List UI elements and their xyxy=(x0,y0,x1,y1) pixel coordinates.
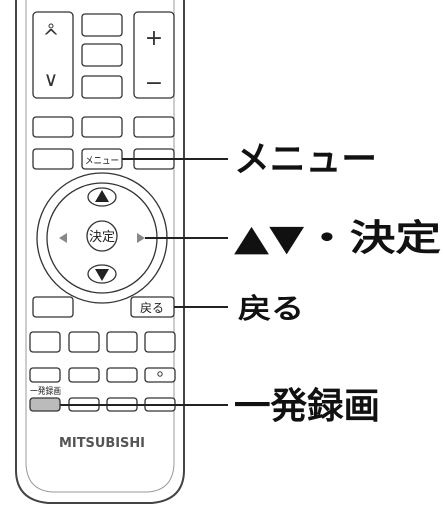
remote-inner-edge xyxy=(25,0,175,493)
row5-button-3[interactable] xyxy=(106,367,138,383)
right-arrow-icon[interactable] xyxy=(137,233,145,243)
enter-button[interactable]: 決定 xyxy=(86,220,118,252)
up-arrow-icon xyxy=(95,190,109,202)
row5-button-2[interactable] xyxy=(68,367,100,383)
menu-button[interactable]: メニュー xyxy=(81,148,123,170)
top-middle-button-2[interactable] xyxy=(81,43,123,67)
channel-up-symbol: ^ xyxy=(43,25,60,49)
volume-rocker[interactable]: + − xyxy=(133,11,175,99)
enter-button-label: 決定 xyxy=(89,230,115,245)
small-circle-icon xyxy=(157,371,163,377)
row1-button-center[interactable] xyxy=(81,116,123,138)
one-touch-record-callout: 一発録画 xyxy=(234,386,380,427)
volume-down-symbol: − xyxy=(145,71,163,96)
down-arrow-icon xyxy=(95,269,109,281)
row1-button-left[interactable] xyxy=(32,116,74,138)
down-button[interactable] xyxy=(87,264,117,284)
back-button-label: 戻る xyxy=(140,301,164,315)
top-middle-button-1[interactable] xyxy=(81,13,123,37)
one-touch-record-small-label: 一発録画 xyxy=(30,385,61,397)
row1-button-right[interactable] xyxy=(133,116,175,138)
channel-down-symbol: ∨ xyxy=(44,67,59,91)
up-button[interactable] xyxy=(87,187,117,207)
row5-button-4[interactable] xyxy=(144,367,176,383)
channel-rocker[interactable]: ^ ∨ xyxy=(32,11,74,99)
menu-button-label: メニュー xyxy=(85,156,119,167)
back-callout: 戻る xyxy=(238,292,304,325)
left-arrow-icon[interactable] xyxy=(59,233,67,243)
volume-up-symbol: + xyxy=(145,26,163,51)
top-middle-button-3[interactable] xyxy=(81,75,123,99)
nav-enter-callout: ▲▼・決定 xyxy=(234,218,441,259)
brand-label: MITSUBISHI xyxy=(59,436,145,451)
back-button[interactable]: 戻る xyxy=(130,296,175,318)
channel-up-dot xyxy=(48,23,54,29)
direction-pad: 決定 xyxy=(36,172,168,304)
row4-button-4[interactable] xyxy=(144,331,176,353)
row4-button-3[interactable] xyxy=(106,331,138,353)
row5-button-1[interactable] xyxy=(29,367,61,383)
row2-button-left[interactable] xyxy=(32,148,74,170)
menu-callout: メニュー xyxy=(234,139,377,180)
row3-button-left[interactable] xyxy=(32,296,74,318)
one-touch-record-button[interactable] xyxy=(29,397,61,412)
row4-button-1[interactable] xyxy=(29,331,61,353)
row4-button-2[interactable] xyxy=(68,331,100,353)
